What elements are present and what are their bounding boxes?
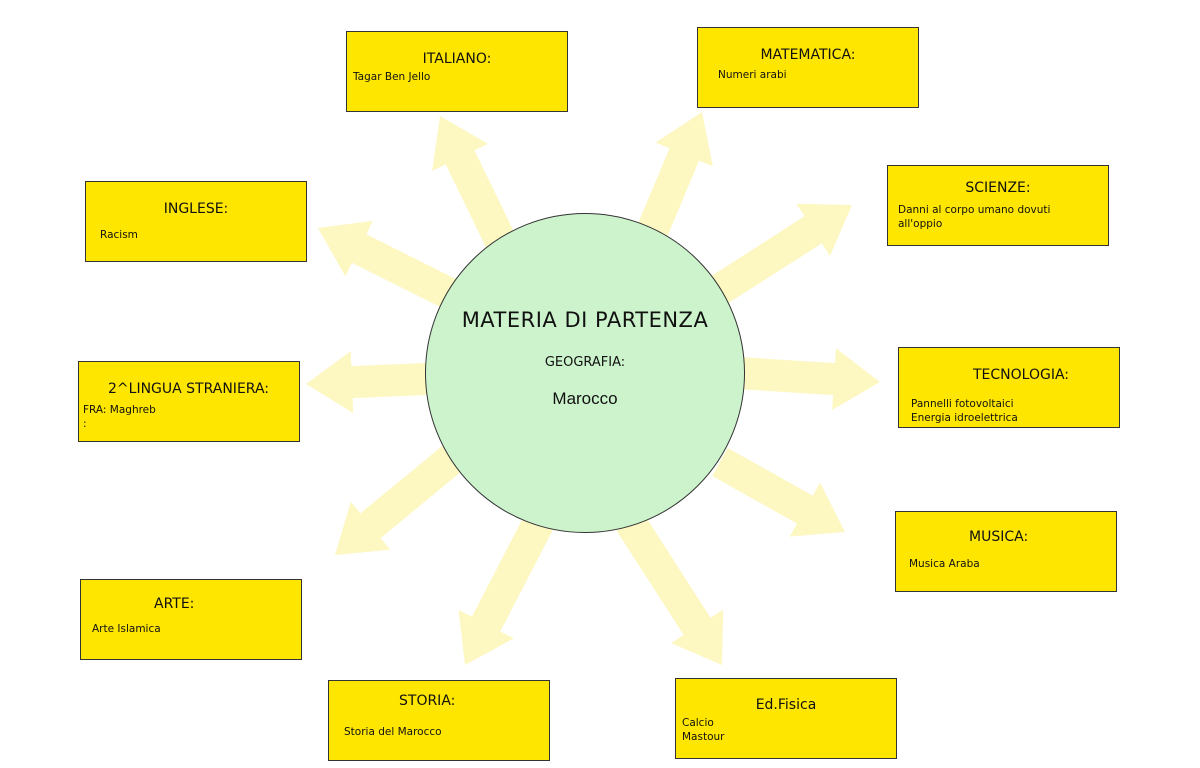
box-edfisica-line-1: Calcio xyxy=(682,717,714,729)
box-italiano-line-1: Tagar Ben Jello xyxy=(353,71,431,83)
center-topic: Marocco xyxy=(552,389,618,408)
box-arte-title: ARTE: xyxy=(154,596,195,612)
box-arte-line-1: Arte Islamica xyxy=(92,623,161,635)
box-italiano-title: ITALIANO: xyxy=(422,51,492,67)
arrow-matematica xyxy=(631,112,713,253)
box-matematica-title: MATEMATICA: xyxy=(760,47,856,63)
box-lingua2-line-2: : xyxy=(83,418,87,430)
arrow-tecnologia xyxy=(721,348,880,410)
box-lingua2: 2^LINGUA STRANIERA: FRA: Maghreb : xyxy=(78,361,300,442)
box-tecnologia: TECNOLOGIA: Pannelli fotovoltaici Energi… xyxy=(898,347,1120,428)
box-scienze-line-1: Danni al corpo umano dovuti xyxy=(898,204,1051,216)
box-inglese: INGLESE: Racism xyxy=(85,181,307,262)
box-tecnologia-title: TECNOLOGIA: xyxy=(973,367,1070,383)
box-italiano: ITALIANO: Tagar Ben Jello xyxy=(346,31,568,112)
box-matematica-line-1: Numeri arabi xyxy=(718,69,787,81)
box-musica: MUSICA: Musica Araba xyxy=(895,511,1117,592)
box-arte: ARTE: Arte Islamica xyxy=(80,579,302,660)
box-lingua2-line-1: FRA: Maghreb xyxy=(83,404,156,416)
box-musica-title: MUSICA: xyxy=(969,529,1029,545)
box-storia: STORIA: Storia del Marocco xyxy=(328,680,550,761)
box-edfisica-title: Ed.Fisica xyxy=(755,697,817,713)
arrow-storia xyxy=(458,512,555,665)
box-matematica: MATEMATICA: Numeri arabi xyxy=(697,27,919,108)
box-tecnologia-line-2: Energia idroelettrica xyxy=(911,412,1018,424)
arrow-lingua2 xyxy=(306,351,451,414)
arrow-inglese xyxy=(318,220,470,315)
box-tecnologia-line-1: Pannelli fotovoltaici xyxy=(911,398,1014,410)
arrow-musica xyxy=(712,448,845,537)
box-inglese-title: INGLESE: xyxy=(163,201,229,217)
center-circle: MATERIA DI PARTENZA GEOGRAFIA: Marocco xyxy=(425,213,745,533)
box-scienze-line-2: all'oppio xyxy=(898,218,943,230)
box-storia-title: STORIA: xyxy=(399,693,456,709)
center-subject: GEOGRAFIA: xyxy=(544,355,626,370)
arrow-scienze xyxy=(707,203,852,306)
box-scienze-title: SCIENZE: xyxy=(965,180,1031,196)
arrow-edfisica xyxy=(616,513,724,665)
center-title: MATERIA DI PARTENZA xyxy=(461,308,709,332)
box-storia-line-1: Storia del Marocco xyxy=(344,726,442,738)
box-musica-line-1: Musica Araba xyxy=(909,558,980,570)
box-edfisica-line-2: Mastour xyxy=(682,731,725,743)
box-edfisica: Ed.Fisica Calcio Mastour xyxy=(675,678,897,759)
box-scienze: SCIENZE: Danni al corpo umano dovuti all… xyxy=(887,165,1109,246)
box-lingua2-title: 2^LINGUA STRANIERA: xyxy=(108,381,269,397)
arrow-arte xyxy=(335,439,471,555)
arrow-italiano xyxy=(432,116,520,257)
box-inglese-line-1: Racism xyxy=(100,229,138,241)
